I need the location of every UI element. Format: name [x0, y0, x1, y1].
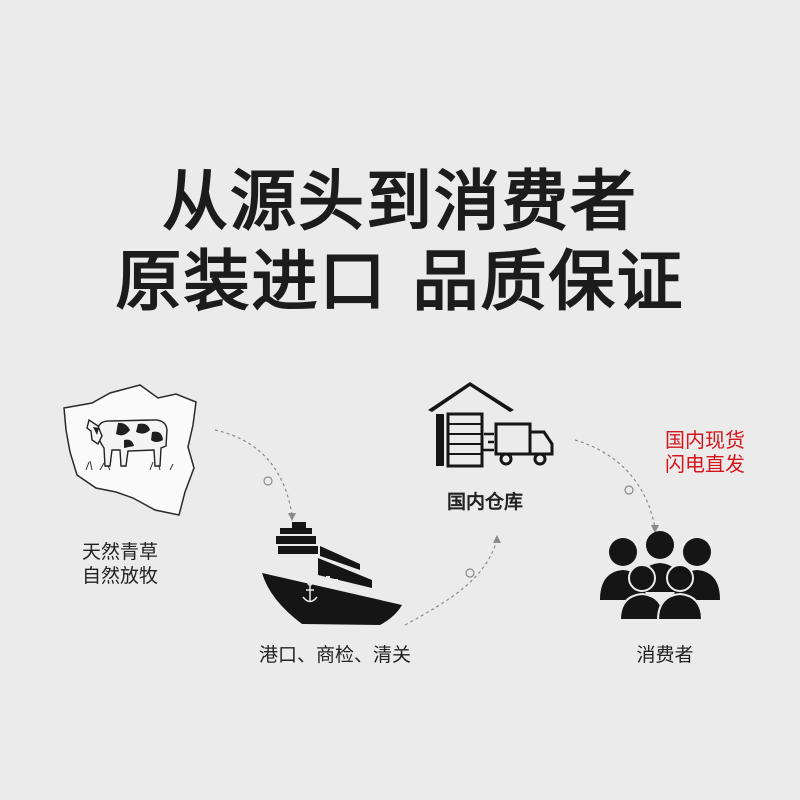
ship-icon — [262, 522, 402, 625]
step-farm-label: 天然青草 自然放牧 — [60, 540, 180, 588]
step-farm-line-1: 天然青草 — [81, 541, 158, 563]
express-badge-line-2: 闪电直发 — [665, 452, 745, 476]
step-consumer-label: 消费者 — [636, 644, 694, 666]
step-warehouse-label: 国内仓库 — [446, 491, 523, 513]
arrow-warehouse-to-consumer — [574, 439, 656, 529]
people-group-icon — [600, 531, 720, 621]
arrow-farm-to-port — [214, 429, 293, 516]
headline-line-2: 原装进口 品质保证 — [115, 243, 685, 320]
step-farm-line-2: 自然放牧 — [81, 565, 158, 587]
express-badge-line-1: 国内现货 — [665, 428, 745, 452]
arrow-heads — [263, 476, 634, 578]
arrow-port-to-warehouse — [404, 539, 498, 626]
poland-map-cow-icon — [63, 384, 197, 516]
express-badge: 国内现货 闪电直发 — [645, 428, 765, 476]
headline-line-1: 从源头到消费者 — [162, 163, 638, 240]
warehouse-truck-icon — [428, 382, 554, 468]
step-port-label: 港口、商检、清关 — [258, 644, 411, 666]
flow-arrows — [214, 429, 656, 626]
